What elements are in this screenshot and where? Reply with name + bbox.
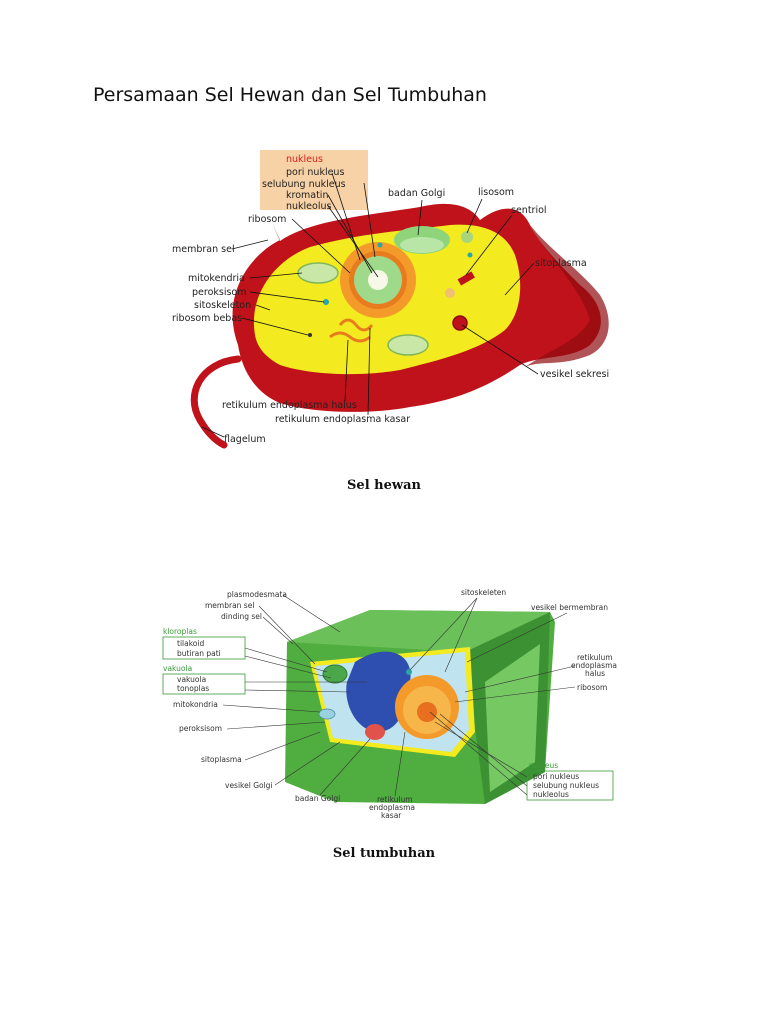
label-nukleus: nukleus bbox=[529, 761, 558, 770]
label-sitoskeleten: sitoskeleten bbox=[461, 588, 506, 597]
cell-wall-top-shape bbox=[287, 610, 550, 652]
label-retikulum-1: retikulum bbox=[377, 795, 413, 804]
label-selubung-nukleus: selubung nukleus bbox=[533, 781, 599, 790]
label-butiran-pati: butiran pati bbox=[177, 649, 221, 658]
label-peroksisom: peroksisom bbox=[192, 287, 247, 298]
peroxisome-dot bbox=[406, 669, 412, 675]
vakuola-group-box bbox=[162, 673, 246, 695]
label-mitokondria: mitokondria bbox=[173, 700, 218, 709]
plant-cell-diagram: plasmodesmata membran sel dinding sel kl… bbox=[162, 588, 617, 820]
vacuole-shape bbox=[346, 651, 411, 732]
label-retikulum-kasar: retikulum endoplasma kasar bbox=[275, 414, 410, 425]
label-nukleolus: nukleolus bbox=[286, 201, 332, 212]
label-vesikel-bermembran: vesikel bermembran bbox=[531, 603, 608, 612]
golgi-shape bbox=[365, 724, 385, 740]
label-selubung-nukleus: selubung nukleus bbox=[262, 179, 346, 190]
label-pori-nukleus: pori nukleus bbox=[533, 772, 579, 781]
label-retikulum-halus: retikulum endoplasma halus bbox=[222, 400, 357, 411]
plant-leader-lines bbox=[222, 594, 576, 797]
mitochondrion-2-shape bbox=[387, 334, 429, 356]
label-retikulum-2: endoplasma bbox=[369, 803, 415, 812]
secretory-vesicle-shape bbox=[452, 315, 468, 331]
label-kromatin: kromatin bbox=[286, 190, 328, 201]
label-kloroplas: kloroplas bbox=[163, 627, 197, 636]
label-sentriol: sentriol bbox=[511, 205, 547, 216]
lysosome-shape bbox=[461, 231, 473, 243]
label-nukleus: nukleus bbox=[286, 154, 323, 165]
label-ribosom: ribosom bbox=[577, 683, 607, 692]
golgi-inner-shape bbox=[400, 237, 444, 253]
label-vesikel-golgi: vesikel Golgi bbox=[225, 781, 273, 790]
nucleolus-shape bbox=[417, 702, 437, 722]
nukleus-group-box bbox=[526, 770, 614, 801]
mitochondrion-shape bbox=[318, 708, 336, 720]
label-vesikel-sekresi: vesikel sekresi bbox=[540, 369, 609, 380]
label-peroksisom: peroksisom bbox=[179, 724, 222, 733]
document-title: Persamaan Sel Hewan dan Sel Tumbuhan bbox=[93, 84, 487, 106]
label-mitokondria: mitokendria bbox=[188, 273, 245, 284]
ribosome-dot bbox=[323, 299, 329, 305]
label-membran-sel: membran sel bbox=[172, 244, 235, 255]
flagellum-shape bbox=[190, 355, 242, 449]
label-ret-halus-3: halus bbox=[585, 669, 605, 678]
label-vakuola-group: vakuola bbox=[163, 664, 192, 673]
label-dinding-sel: dinding sel bbox=[221, 612, 262, 621]
label-vakuola: vakuola bbox=[177, 675, 206, 684]
label-ribosom-bebas: ribosom bebas bbox=[172, 313, 242, 324]
free-ribosome-dot bbox=[308, 333, 312, 337]
rough-er-shape bbox=[338, 318, 374, 332]
label-badan-golgi: badan Golgi bbox=[388, 188, 445, 199]
animal-leader-lines bbox=[201, 172, 539, 438]
animal-cell-diagram: nukleus pori nukleus selubung nukleus kr… bbox=[172, 150, 609, 449]
label-sitoskeleton: sitoskeleton bbox=[194, 300, 251, 311]
caption-sel-hewan: Sel hewan bbox=[347, 478, 421, 493]
label-ribosom: ribosom bbox=[248, 214, 286, 225]
label-sitoplasma: sitoplasma bbox=[201, 755, 242, 764]
animal-cell-figure: nukleus pori nukleus selubung nukleus kr… bbox=[160, 145, 620, 450]
label-ret-halus-2: endoplasma bbox=[571, 661, 617, 670]
smooth-er-shape bbox=[329, 331, 371, 343]
ribosome-dot bbox=[467, 252, 473, 258]
mitochondrion-shape bbox=[297, 262, 339, 284]
caption-sel-tumbuhan: Sel tumbuhan bbox=[332, 846, 436, 861]
cell-wall-inner-shape bbox=[485, 644, 540, 792]
label-flagelum: flagelum bbox=[224, 434, 266, 445]
label-tonoplas: tonoplas bbox=[177, 684, 209, 693]
centriole-shape bbox=[457, 271, 475, 286]
label-nukleolus: nukleolus bbox=[533, 790, 569, 799]
membrane-shadow-shape bbox=[525, 225, 609, 367]
label-ret-halus-1: retikulum bbox=[577, 653, 613, 662]
label-sitoplasma: sitoplasma bbox=[535, 258, 587, 269]
label-lisosom: lisosom bbox=[478, 187, 514, 198]
label-membran-sel: membran sel bbox=[205, 601, 254, 610]
label-pori-nukleus: pori nukleus bbox=[286, 167, 344, 178]
chloroplast-shape bbox=[322, 664, 348, 684]
label-badan-golgi: badan Golgi bbox=[295, 794, 340, 803]
ribosome-dot bbox=[377, 242, 383, 248]
label-plasmodesmata: plasmodesmata bbox=[227, 590, 287, 599]
nucleolus-shape bbox=[368, 270, 388, 290]
label-tilakoid: tilakoid bbox=[177, 639, 204, 648]
label-retikulum-3: kasar bbox=[381, 811, 402, 820]
plant-cell-figure: plasmodesmata membran sel dinding sel kl… bbox=[155, 582, 625, 822]
peroxisome-shape bbox=[445, 288, 455, 298]
nucleus-label-highlight bbox=[260, 150, 368, 210]
